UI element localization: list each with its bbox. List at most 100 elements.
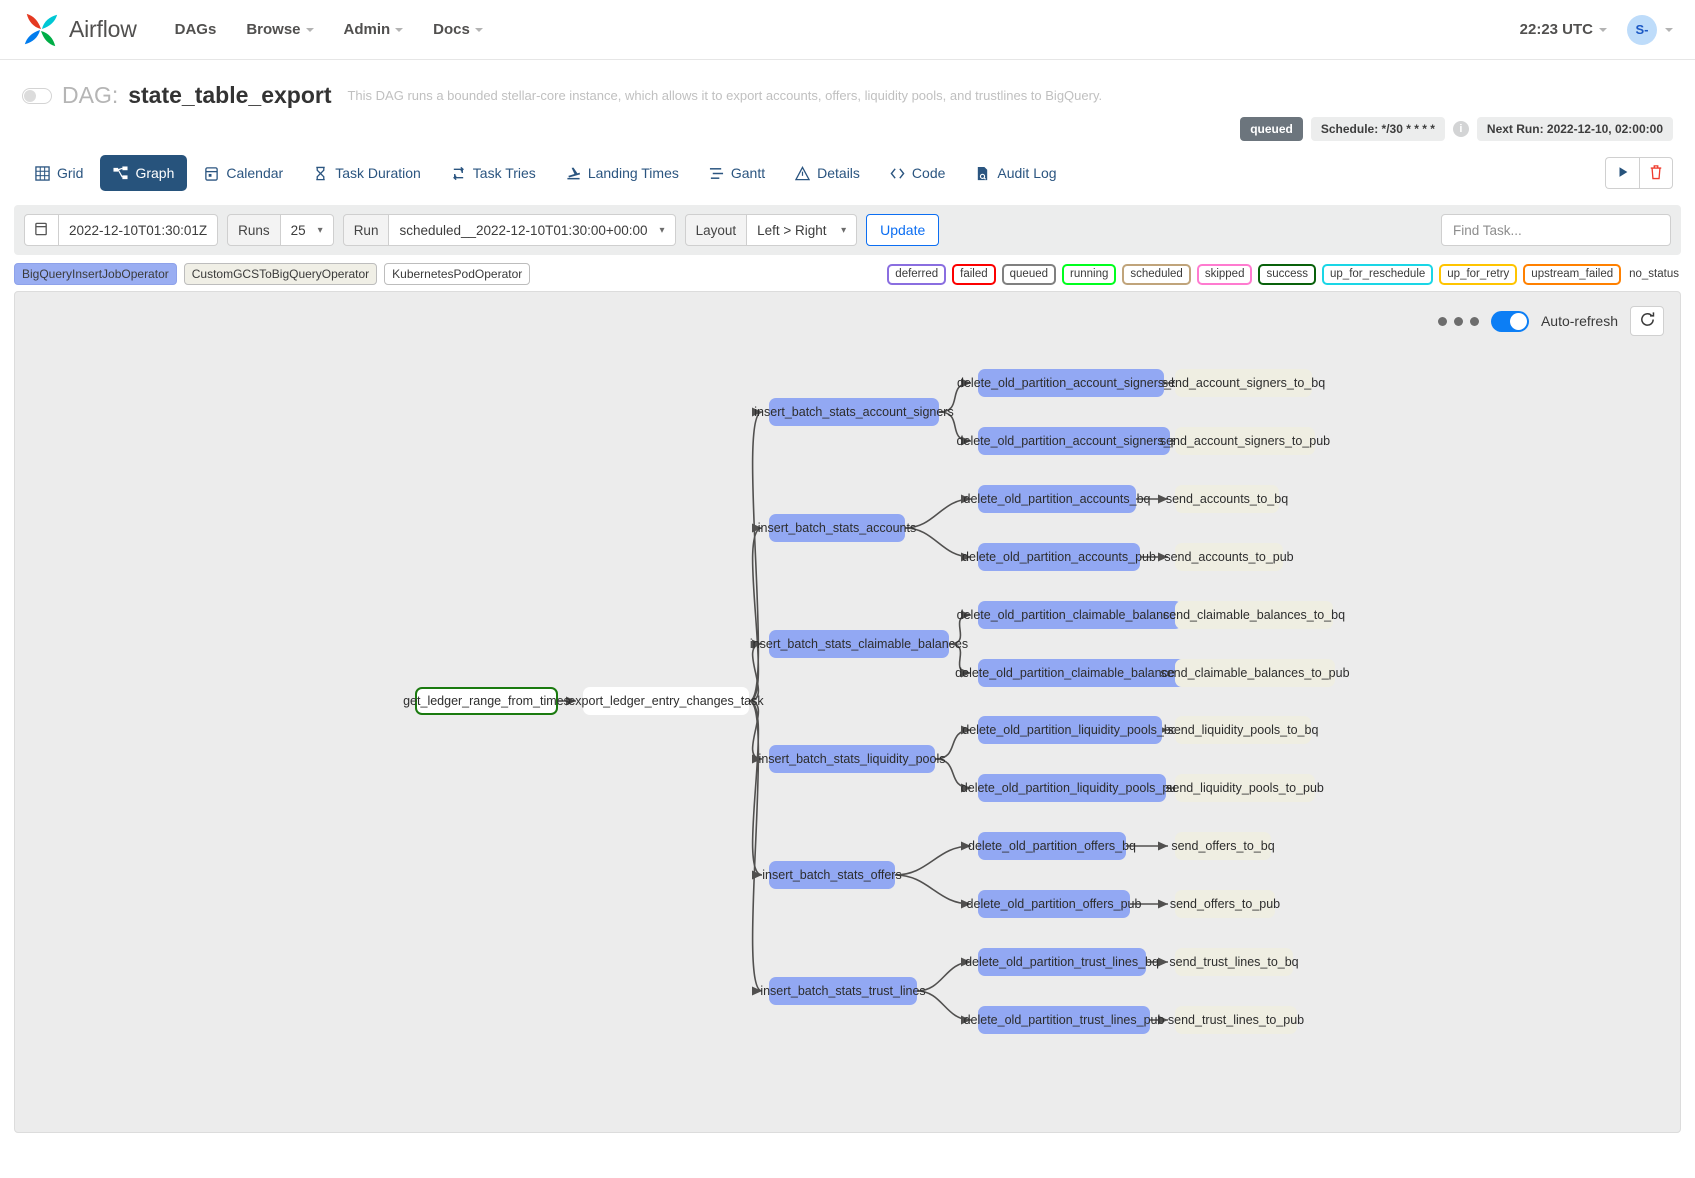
- date-picker-button[interactable]: [24, 214, 59, 246]
- auto-refresh-toggle[interactable]: [1491, 311, 1529, 332]
- status-chip-up-for-reschedule[interactable]: up_for_reschedule: [1322, 264, 1433, 285]
- graph-node-delete-old-partition-trust-lines-pub[interactable]: delete_old_partition_trust_lines_pub: [978, 1006, 1150, 1034]
- graph-options-dots[interactable]: [1438, 317, 1479, 326]
- schedule-badge[interactable]: Schedule: */30 * * * *: [1311, 117, 1445, 141]
- update-button[interactable]: Update: [866, 214, 939, 246]
- date-value[interactable]: 2022-12-10T01:30:01Z: [59, 214, 218, 246]
- graph-node-get-ledger-range-from-times[interactable]: get_ledger_range_from_times: [415, 687, 558, 715]
- tab-task-duration[interactable]: Task Duration: [300, 155, 434, 191]
- graph-node-delete-old-partition-trust-lines-bq[interactable]: delete_old_partition_trust_lines_bq: [978, 948, 1146, 976]
- nav-item-admin[interactable]: Admin: [344, 15, 404, 44]
- tab-calendar[interactable]: Calendar: [191, 155, 296, 191]
- status-chip-deferred[interactable]: deferred: [887, 264, 946, 285]
- delete-dag-button[interactable]: [1639, 157, 1673, 189]
- status-chip-up-for-retry[interactable]: up_for_retry: [1439, 264, 1517, 285]
- layout-label: Layout: [685, 214, 748, 246]
- graph-node-delete-old-partition-offers-bq[interactable]: delete_old_partition_offers_bq: [978, 832, 1126, 860]
- refresh-button[interactable]: [1630, 306, 1664, 336]
- graph-panel[interactable]: Auto-refresh get_ledger_range_from_times…: [14, 291, 1681, 1133]
- graph-canvas[interactable]: get_ledger_range_from_times export_ledger…: [15, 292, 1680, 1132]
- graph-node-delete-old-partition-accounts-pub[interactable]: delete_old_partition_accounts_pub: [978, 543, 1140, 571]
- tab-details[interactable]: Details: [782, 155, 873, 191]
- tab-label: Task Duration: [335, 165, 421, 181]
- graph-node-delete-old-partition-liquidity-pools-bq[interactable]: delete_old_partition_liquidity_pools_bq: [978, 716, 1162, 744]
- graph-node-delete-old-partition-account-signers-pub[interactable]: delete_old_partition_account_signers_pub: [978, 427, 1170, 455]
- status-chip-queued[interactable]: queued: [1002, 264, 1056, 285]
- graph-node-insert-batch-stats-account-signers[interactable]: insert_batch_stats_account_signers: [769, 398, 939, 426]
- graph-node-insert-batch-stats-offers[interactable]: insert_batch_stats_offers: [769, 861, 895, 889]
- dag-action-buttons: [1605, 157, 1673, 189]
- graph-node-send-account-signers-to-pub[interactable]: send_account_signers_to_pub: [1175, 427, 1315, 455]
- tab-grid[interactable]: Grid: [22, 155, 96, 191]
- info-icon[interactable]: i: [1453, 121, 1469, 137]
- status-chip-success[interactable]: success: [1258, 264, 1316, 285]
- brand-home-link[interactable]: Airflow: [22, 11, 137, 49]
- graph-node-send-trust-lines-to-pub[interactable]: send_trust_lines_to_pub: [1175, 1006, 1297, 1034]
- status-chip-no-status[interactable]: no_status: [1627, 266, 1681, 283]
- chevron-down-icon: ▾: [660, 225, 665, 236]
- tab-audit-log[interactable]: Audit Log: [962, 155, 1069, 191]
- avatar: S-: [1627, 15, 1657, 45]
- calendar-icon: [204, 166, 219, 181]
- status-chip-running[interactable]: running: [1062, 264, 1116, 285]
- graph-node-send-offers-to-bq[interactable]: send_offers_to_bq: [1175, 832, 1271, 860]
- operator-chip-kubernetespodoperator[interactable]: KubernetesPodOperator: [384, 263, 530, 285]
- graph-node-delete-old-partition-liquidity-pools-pub[interactable]: delete_old_partition_liquidity_pools_pub: [978, 774, 1166, 802]
- graph-node-send-liquidity-pools-to-pub[interactable]: send_liquidity_pools_to_pub: [1175, 774, 1315, 802]
- tab-landing-times[interactable]: Landing Times: [553, 155, 692, 191]
- clock-selector[interactable]: 22:23 UTC: [1520, 21, 1607, 38]
- graph-node-send-accounts-to-bq[interactable]: send_accounts_to_bq: [1175, 485, 1279, 513]
- top-navbar: Airflow DAGs Browse Admin Docs 22:23 UTC…: [0, 0, 1695, 60]
- graph-node-delete-old-partition-claimable-balances-pub[interactable]: delete_old_partition_claimable_balances_…: [978, 659, 1186, 687]
- status-chip-upstream-failed[interactable]: upstream_failed: [1523, 264, 1621, 285]
- operator-chip-bigqueryinsertjoboperator[interactable]: BigQueryInsertJobOperator: [14, 263, 177, 285]
- graph-node-export-ledger-entry-changes-task[interactable]: export_ledger_entry_changes_task: [583, 687, 749, 715]
- tab-label: Grid: [57, 165, 83, 181]
- gantt-icon: [709, 166, 724, 181]
- status-badge: queued: [1240, 117, 1303, 141]
- graph-node-send-liquidity-pools-to-bq[interactable]: send_liquidity_pools_to_bq: [1175, 716, 1311, 744]
- tab-task-tries[interactable]: Task Tries: [438, 155, 549, 191]
- run-select[interactable]: scheduled__2022-12-10T01:30:00+00:00 ▾: [389, 214, 675, 246]
- graph-node-delete-old-partition-claimable-balances-bq[interactable]: delete_old_partition_claimable_balances_…: [978, 601, 1182, 629]
- graph-node-delete-old-partition-account-signers-bq[interactable]: delete_old_partition_account_signers_bq: [978, 369, 1164, 397]
- landing-icon: [566, 166, 581, 181]
- operator-chip-customgcstobigqueryoperator[interactable]: CustomGCSToBigQueryOperator: [184, 263, 377, 285]
- find-task-input[interactable]: [1441, 214, 1671, 246]
- tab-code[interactable]: Code: [877, 155, 958, 191]
- audit-log-icon: [975, 166, 990, 181]
- graph-node-insert-batch-stats-trust-lines[interactable]: insert_batch_stats_trust_lines: [769, 977, 917, 1005]
- play-icon: [1616, 165, 1630, 182]
- nav-item-label: Browse: [246, 21, 300, 38]
- graph-node-insert-batch-stats-accounts[interactable]: insert_batch_stats_accounts: [769, 514, 905, 542]
- nav-item-browse[interactable]: Browse: [246, 15, 313, 44]
- tab-graph[interactable]: Graph: [100, 155, 187, 191]
- chevron-down-icon: [475, 28, 483, 32]
- code-icon: [890, 166, 905, 181]
- status-chip-skipped[interactable]: skipped: [1197, 264, 1253, 285]
- graph-node-delete-old-partition-offers-pub[interactable]: delete_old_partition_offers_pub: [978, 890, 1130, 918]
- graph-node-send-accounts-to-pub[interactable]: send_accounts_to_pub: [1175, 543, 1283, 571]
- layout-select[interactable]: Left > Right ▾: [747, 214, 857, 246]
- status-chip-failed[interactable]: failed: [952, 264, 996, 285]
- chevron-down-icon: [1599, 28, 1607, 32]
- graph-node-send-account-signers-to-bq[interactable]: send_account_signers_to_bq: [1175, 369, 1312, 397]
- status-chip-scheduled[interactable]: scheduled: [1122, 264, 1190, 285]
- graph-node-insert-batch-stats-claimable-balances[interactable]: insert_batch_stats_claimable_balances: [769, 630, 949, 658]
- nav-item-docs[interactable]: Docs: [433, 15, 483, 44]
- graph-node-delete-old-partition-accounts-bq[interactable]: delete_old_partition_accounts_bq: [978, 485, 1136, 513]
- warning-triangle-icon: [795, 166, 810, 181]
- graph-node-insert-batch-stats-liquidity-pools[interactable]: insert_batch_stats_liquidity_pools: [769, 745, 935, 773]
- tab-label: Task Tries: [473, 165, 536, 181]
- dag-pause-toggle[interactable]: [22, 88, 52, 104]
- graph-node-send-claimable-balances-to-pub[interactable]: send_claimable_balances_to_pub: [1175, 659, 1335, 687]
- user-menu[interactable]: S-: [1627, 15, 1673, 45]
- graph-node-send-claimable-balances-to-bq[interactable]: send_claimable_balances_to_bq: [1175, 601, 1333, 629]
- trigger-dag-button[interactable]: [1605, 157, 1639, 189]
- graph-icon: [113, 166, 128, 181]
- tab-gantt[interactable]: Gantt: [696, 155, 778, 191]
- graph-node-send-offers-to-pub[interactable]: send_offers_to_pub: [1175, 890, 1275, 918]
- graph-node-send-trust-lines-to-bq[interactable]: send_trust_lines_to_bq: [1175, 948, 1293, 976]
- nav-item-dags[interactable]: DAGs: [175, 15, 217, 44]
- runs-select[interactable]: 25 ▾: [281, 214, 334, 246]
